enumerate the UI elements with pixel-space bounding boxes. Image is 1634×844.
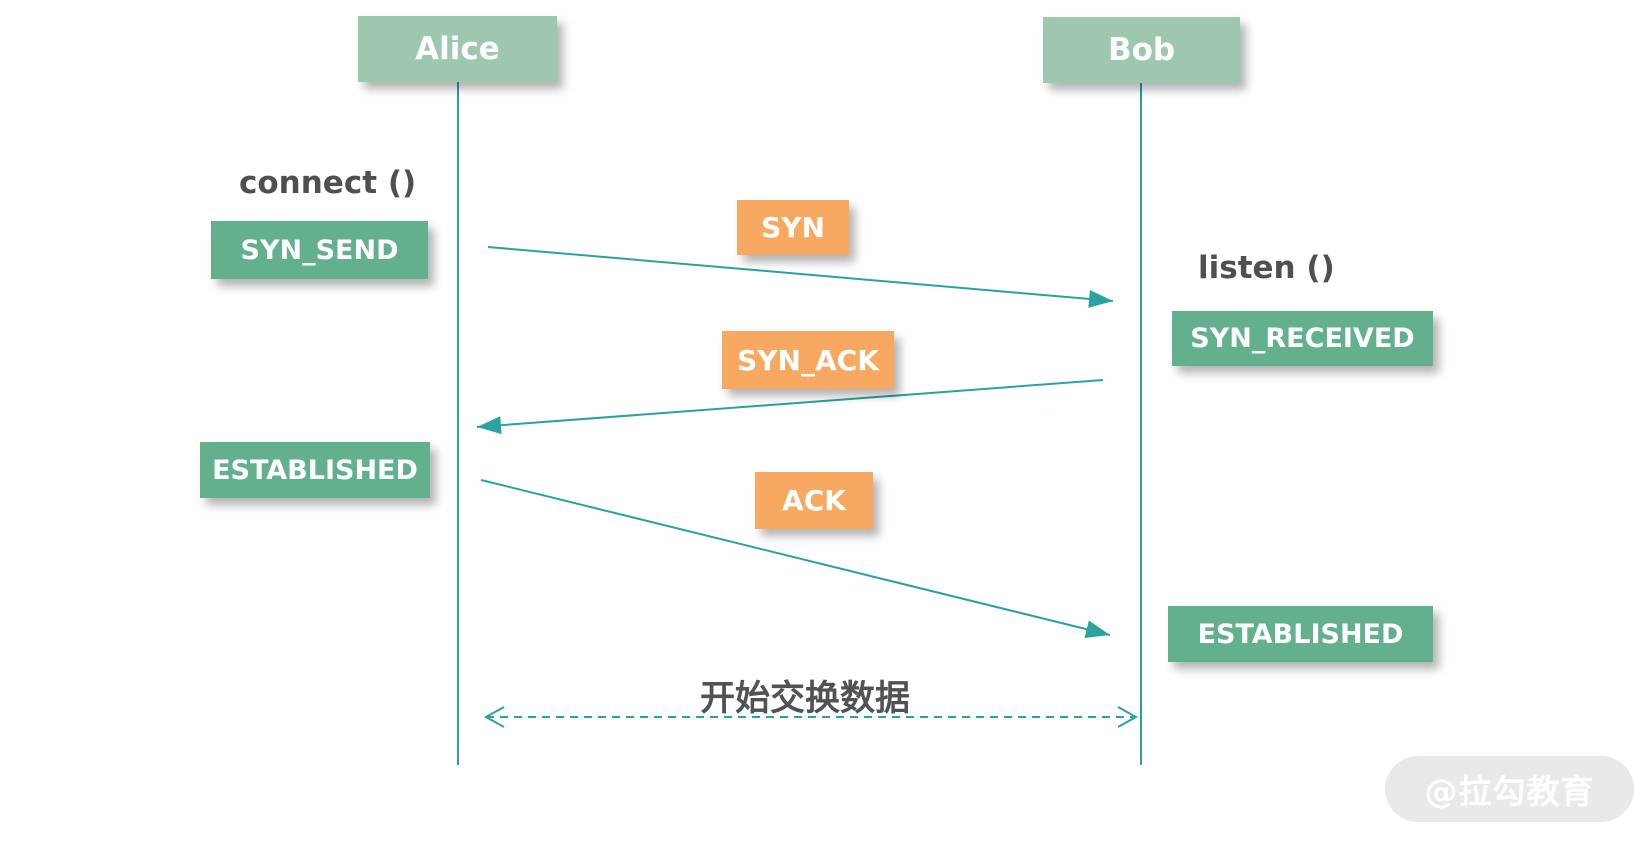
syn-ack-arrow — [476, 379, 1104, 435]
message-syn-ack: SYN_ACK — [722, 331, 894, 389]
message-syn: SYN — [737, 200, 849, 255]
data-exchange-label: 开始交换数据 — [699, 679, 910, 719]
watermark-badge: @拉勾教育 — [1385, 756, 1634, 822]
listen-call-label: listen () — [1198, 250, 1335, 286]
connect-call-label: connect () — [239, 165, 417, 201]
state-syn-received: SYN_RECEIVED — [1172, 311, 1433, 366]
ack-arrow — [480, 479, 1111, 638]
syn-arrow — [487, 246, 1114, 308]
message-ack: ACK — [755, 472, 873, 529]
actor-bob: Bob — [1043, 17, 1240, 83]
actor-alice: Alice — [358, 16, 557, 82]
state-syn-send: SYN_SEND — [211, 221, 428, 279]
state-established-bob: ESTABLISHED — [1168, 606, 1433, 662]
state-established-alice: ESTABLISHED — [200, 442, 430, 498]
watermark-label: @拉勾教育 — [1424, 772, 1595, 811]
